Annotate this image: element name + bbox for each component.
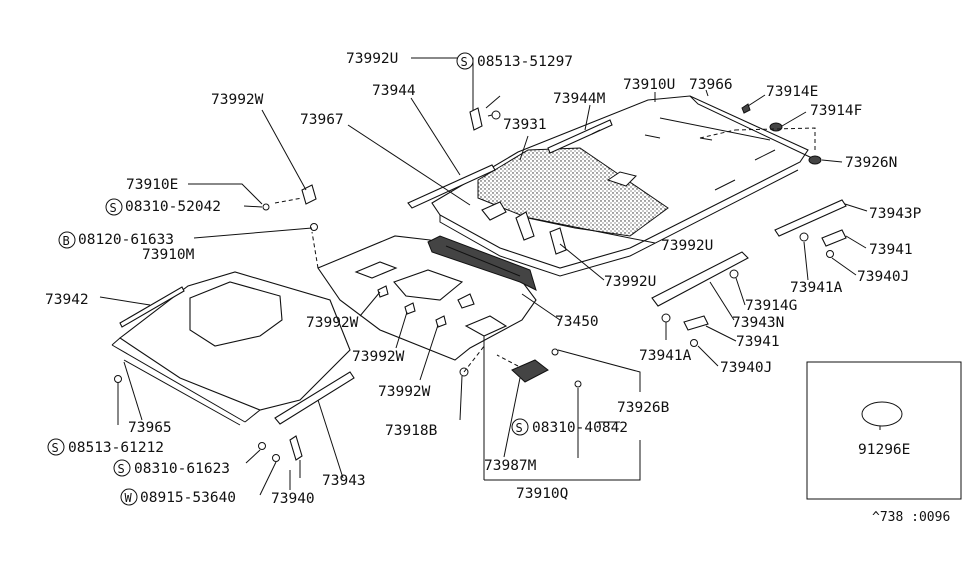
label-73910q: 73910Q (516, 486, 568, 502)
dashed-guides (274, 197, 519, 373)
label-91296e: 91296E (858, 442, 910, 458)
headlining-left-panel (111, 271, 351, 426)
small-fittings (114, 203, 834, 462)
label-08120-61633: 08120-61633 (78, 232, 174, 248)
label-73992w-b: 73992W (306, 315, 359, 331)
clips-73992u (469, 107, 567, 255)
prefix-s: S (110, 201, 117, 215)
clips-right-top (699, 103, 822, 165)
prefix-w: W (125, 491, 133, 505)
label-73942: 73942 (45, 292, 89, 308)
strip-73942 (119, 286, 185, 328)
label-08915-53640: 08915-53640 (140, 490, 236, 506)
part-labels: 73992U 08513-51297 73910U 73966 73944 73… (45, 51, 950, 525)
roof-strips (407, 119, 613, 209)
label-73940: 73940 (271, 491, 315, 507)
label-73940j-b: 73940J (720, 360, 772, 376)
label-73910m: 73910M (142, 247, 195, 263)
label-08310-61623: 08310-61623 (134, 461, 230, 477)
label-73992w-d: 73992W (378, 384, 431, 400)
label-73914g: 73914G (745, 298, 797, 314)
strip-73943p (774, 199, 847, 237)
label-73926b: 73926B (617, 400, 670, 416)
label-73992w-c: 73992W (352, 349, 405, 365)
label-73987m: 73987M (484, 458, 537, 474)
headlining-middle-panel (317, 235, 537, 361)
inset-box (806, 361, 962, 500)
label-73941-b: 73941 (736, 334, 780, 350)
label-73926n: 73926N (845, 155, 897, 171)
strip-73943n (651, 251, 749, 307)
label-73944: 73944 (372, 83, 416, 99)
leader-lines (99, 57, 881, 496)
label-73966: 73966 (689, 77, 733, 93)
label-73914f: 73914F (810, 103, 862, 119)
prefix-b: B (63, 234, 70, 248)
label-73940j-a: 73940J (857, 269, 909, 285)
prefix-s: S (52, 441, 59, 455)
label-73941-a: 73941 (869, 242, 913, 258)
label-73910e: 73910E (126, 177, 178, 193)
label-73992u-c: 73992U (604, 274, 656, 290)
assist-grips (289, 229, 847, 461)
label-73941a-a: 73941A (790, 280, 843, 296)
label-73450: 73450 (555, 314, 599, 330)
label-73931: 73931 (503, 117, 547, 133)
label-73914e: 73914E (766, 84, 818, 100)
label-73943p: 73943P (869, 206, 922, 222)
label-73992u-b: 73992U (661, 238, 713, 254)
map-lamp (511, 359, 549, 383)
reference-number: ^738 :0096 (872, 510, 950, 525)
prefix-s: S (516, 421, 523, 435)
console-light (427, 235, 537, 291)
screw-08513-51297 (487, 110, 501, 120)
label-73943: 73943 (322, 473, 366, 489)
label-73992u-top: 73992U (346, 51, 398, 67)
prefix-s: S (118, 462, 125, 476)
label-73910u: 73910U (623, 77, 675, 93)
label-73941a-b: 73941A (639, 348, 692, 364)
label-08310-40842: 08310-40842 (532, 420, 628, 436)
label-73967: 73967 (300, 112, 344, 128)
label-08513-61212: 08513-61212 (68, 440, 164, 456)
label-73965: 73965 (128, 420, 172, 436)
circled-prefixes (47, 52, 529, 506)
label-08513-51297: 08513-51297 (477, 54, 573, 70)
label-73918b: 73918B (385, 423, 438, 439)
label-73992w-a: 73992W (211, 92, 264, 108)
label-73943n: 73943N (732, 315, 784, 331)
label-73944m: 73944M (553, 91, 606, 107)
prefix-s: S (461, 55, 468, 69)
prefix-letters: S S B S S S W (52, 55, 523, 505)
strip-73943 (274, 371, 355, 425)
label-08310-52042: 08310-52042 (125, 199, 221, 215)
